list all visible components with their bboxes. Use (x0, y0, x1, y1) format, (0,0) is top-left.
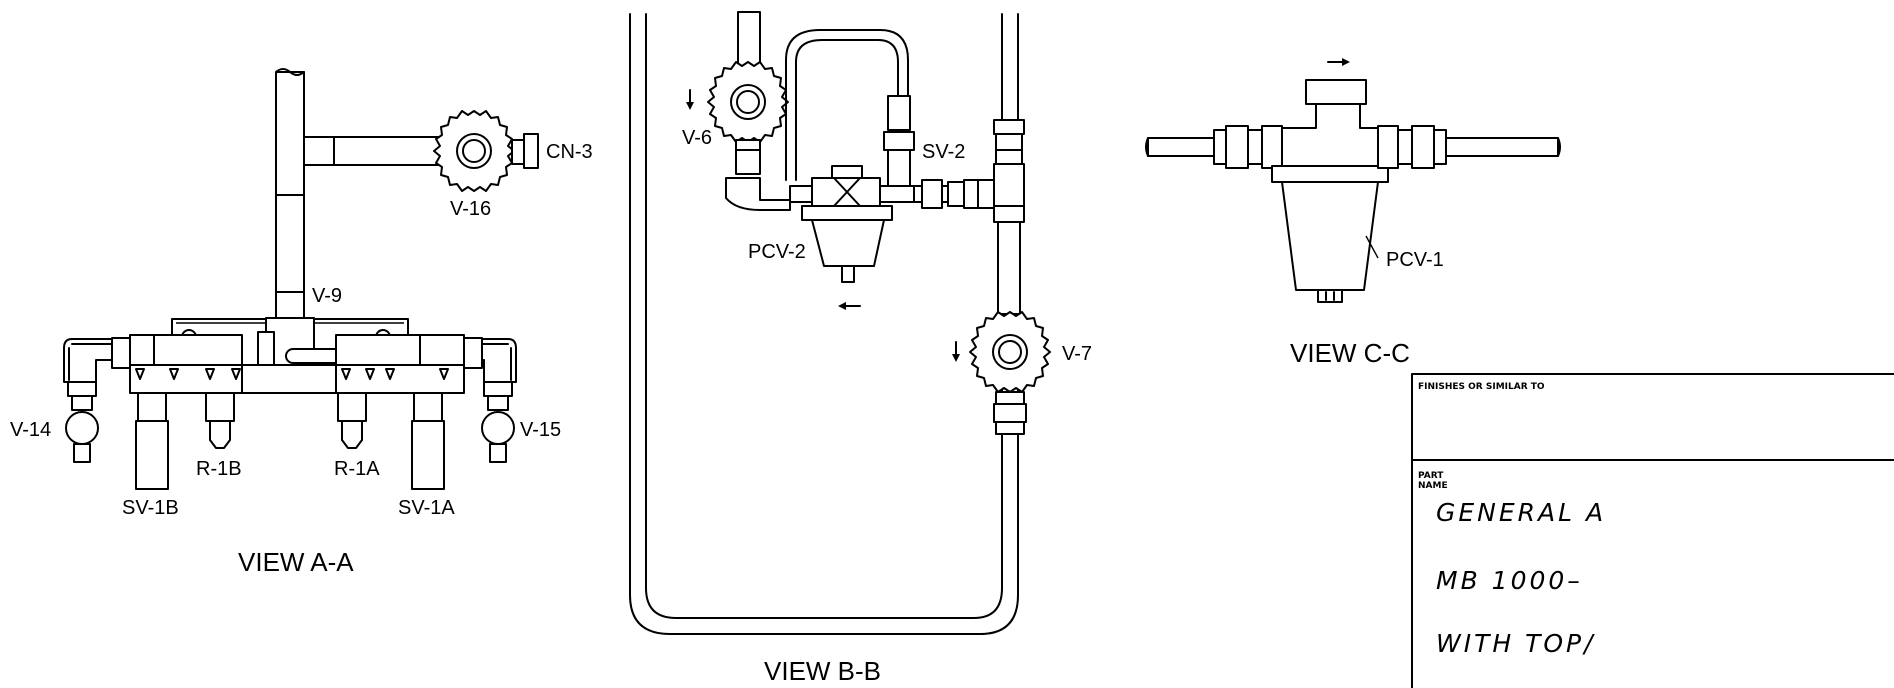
view-c-title: VIEW C-C (1290, 338, 1410, 368)
part-label: PART (1418, 471, 1444, 481)
label-v9: V-9 (312, 285, 342, 307)
r1b-body (209, 420, 231, 449)
part-name-line-1: GENERAL A (1436, 498, 1606, 527)
sv1a-body (411, 420, 445, 490)
label-cn3: CN-3 (546, 141, 593, 163)
pcv1-body (1281, 103, 1379, 167)
right-manifold-body (335, 334, 465, 368)
inlet-pipe (737, 11, 761, 67)
cn3-connector (511, 139, 525, 165)
label-r1a: R-1A (334, 458, 380, 480)
sv1b-body (135, 420, 169, 490)
label-sv2: SV-2 (922, 141, 965, 163)
label-sv1b: SV-1B (122, 497, 179, 519)
label-v6: V-6 (682, 127, 712, 149)
label-v7: V-7 (1062, 343, 1092, 365)
pipe-break-symbol (275, 68, 305, 76)
view-b-b-drawing: V-6 SV-2 PCV-2 V-7 VIEW B-B (629, 11, 1092, 686)
v16-handwheel-icon (433, 110, 515, 192)
label-v16: V-16 (450, 198, 491, 220)
label-v15: V-15 (520, 419, 561, 441)
part-name-line-2: MB 1000– (1436, 566, 1583, 595)
v6-elbow (725, 177, 791, 211)
label-sv1a: SV-1A (398, 497, 455, 519)
inlet-pipe (1147, 137, 1215, 157)
label-r1b: R-1B (196, 458, 242, 480)
part-name-line-3: WITH TOP/ (1436, 629, 1596, 658)
r1a-body (341, 420, 363, 449)
left-manifold-body (129, 334, 243, 368)
finishes-label: FINISHES OR SIMILAR TO (1418, 382, 1545, 392)
view-b-title: VIEW B-B (764, 656, 881, 686)
v6-handwheel-icon (707, 61, 789, 143)
view-a-title: VIEW A-A (238, 547, 354, 577)
v7-handwheel-icon (969, 311, 1051, 393)
outer-loop-pipe (629, 13, 1019, 635)
branch-pipe (303, 136, 443, 166)
title-block: FINISHES OR SIMILAR TO PART NAME GENERAL… (1411, 373, 1894, 688)
sv2-body (887, 95, 911, 131)
pcv1-bowl (1281, 181, 1379, 291)
label-pcv2: PCV-2 (748, 241, 806, 263)
v15-valve-icon (481, 411, 515, 445)
bypass-loop (785, 29, 909, 181)
view-c-c-drawing: PCV-1 VIEW C-C (1145, 58, 1561, 368)
riser-fitting-top (993, 119, 1025, 135)
pcv2-bowl (811, 219, 885, 267)
title-block-border (1411, 373, 1894, 688)
v14-valve-icon (65, 411, 99, 445)
name-label: NAME (1418, 481, 1448, 491)
label-v14: V-14 (10, 419, 51, 441)
outlet-pipe (1445, 137, 1559, 157)
label-pcv1: PCV-1 (1386, 249, 1444, 271)
view-a-a-drawing: CN-3 V-16 V-9 V-14 V-15 R-1B R-1A SV-1B … (10, 68, 593, 577)
